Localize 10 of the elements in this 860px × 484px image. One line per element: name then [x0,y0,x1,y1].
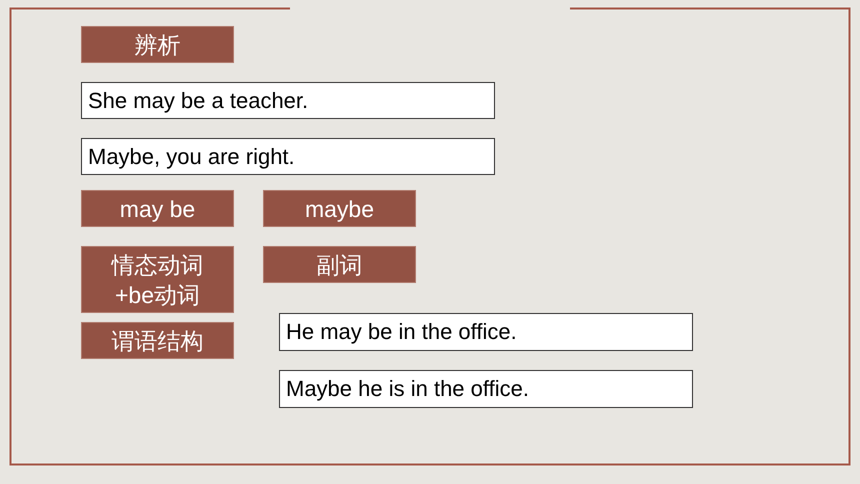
example-sentence-box: She may be a teacher. [81,82,495,119]
category-tag: 副词 [263,246,416,283]
category-tag: 情态动词+be动词 [81,246,234,313]
category-tag: maybe [263,190,416,227]
example-sentence-box: Maybe he is in the office. [279,370,693,408]
example-sentence-box: He may be in the office. [279,313,693,351]
category-tag: 辨析 [81,26,234,63]
category-tag: may be [81,190,234,227]
category-tag: 谓语结构 [81,322,234,359]
example-sentence-box: Maybe, you are right. [81,138,495,175]
